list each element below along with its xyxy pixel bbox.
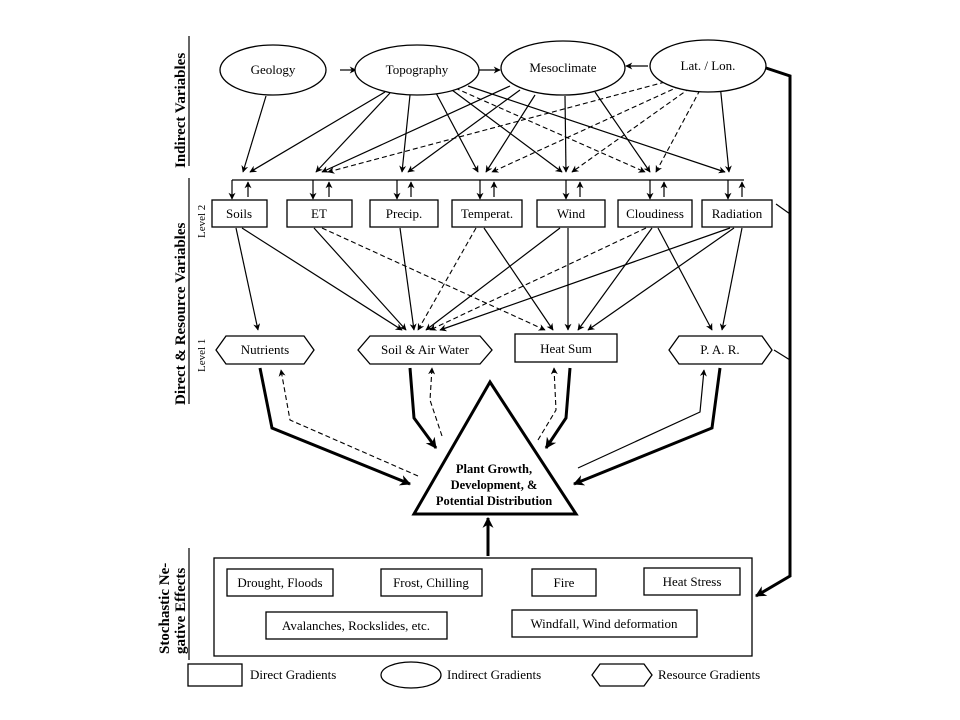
- direct-to-resource-dashed-arrows: [321, 227, 647, 331]
- svg-text:Wind: Wind: [557, 206, 586, 221]
- stochastic-heat-stress: Heat Stress: [643, 567, 741, 596]
- indirect-to-direct-arrows: [241, 62, 732, 174]
- stochastic-frost-chilling: Frost, Chilling: [380, 568, 483, 597]
- legend: Direct Gradients Indirect Gradients Reso…: [187, 661, 760, 689]
- indirect-node-topography: Topography: [354, 44, 480, 96]
- legend-direct-label: Direct Gradients: [250, 667, 336, 682]
- svg-text:Topography: Topography: [386, 62, 449, 77]
- svg-text:Drought, Floods: Drought, Floods: [237, 575, 322, 590]
- resource-to-plant-arrows: [258, 367, 722, 556]
- svg-text:Mesoclimate: Mesoclimate: [529, 60, 596, 75]
- svg-text:Temperat.: Temperat.: [461, 206, 513, 221]
- resource-node-nutrients: Nutrients: [215, 335, 315, 365]
- legend-hexagon-swatch: [591, 663, 653, 687]
- svg-text:Frost, Chilling: Frost, Chilling: [393, 575, 469, 590]
- plant-growth-triangle: Plant Growth, Development, & Potential D…: [411, 379, 579, 516]
- resource-node-soil-air-water: Soil & Air Water: [357, 335, 493, 365]
- svg-text:Soil & Air Water: Soil & Air Water: [381, 342, 470, 357]
- svg-text:Avalanches, Rockslides, etc.: Avalanches, Rockslides, etc.: [282, 618, 430, 633]
- svg-text:ET: ET: [311, 206, 327, 221]
- svg-text:Precip.: Precip.: [386, 206, 422, 221]
- svg-text:Heat Stress: Heat Stress: [663, 574, 722, 589]
- side-label-direct: Direct & Resource Variables: [173, 223, 189, 405]
- stochastic-fire: Fire: [531, 568, 597, 597]
- stochastic-drought-floods: Drought, Floods: [226, 568, 334, 597]
- legend-rect-swatch: [187, 663, 243, 687]
- stochastic-windfall: Windfall, Wind deformation: [511, 609, 698, 638]
- indirect-node-mesoclimate: Mesoclimate: [500, 40, 626, 96]
- svg-text:Nutrients: Nutrients: [241, 342, 289, 357]
- svg-text:P. A. R.: P. A. R.: [700, 342, 739, 357]
- level-1-label: Level 1: [196, 339, 208, 372]
- svg-text:Fire: Fire: [554, 575, 575, 590]
- side-label-indirect: Indirect Variables: [173, 53, 189, 168]
- svg-text:Windfall, Wind deformation: Windfall, Wind deformation: [530, 616, 678, 631]
- direct-node-et: ET: [286, 199, 353, 228]
- legend-indirect-label: Indirect Gradients: [447, 667, 541, 682]
- resource-node-heat-sum: Heat Sum: [514, 333, 618, 363]
- indirect-node-geology: Geology: [219, 44, 327, 96]
- direct-node-soils: Soils: [211, 199, 268, 228]
- indirect-to-direct-dashed-arrows: [327, 81, 701, 174]
- direct-node-temperat: Temperat.: [451, 199, 523, 228]
- direct-to-resource-arrows: [235, 227, 743, 332]
- resource-node-par: P. A. R.: [668, 335, 773, 365]
- level2-feedback-bar: [228, 179, 746, 200]
- direct-node-cloudiness: Cloudiness: [617, 199, 693, 228]
- side-label-stochastic-1: Stochastic Ne-: [157, 563, 173, 654]
- direct-node-wind: Wind: [536, 199, 606, 228]
- center-line-2: Development, &: [451, 478, 538, 492]
- right-connector: [755, 66, 792, 598]
- side-label-stochastic-2: gative Effects: [173, 568, 189, 654]
- stochastic-avalanches: Avalanches, Rockslides, etc.: [265, 611, 448, 640]
- svg-text:Radiation: Radiation: [712, 206, 763, 221]
- legend-resource-label: Resource Gradients: [658, 667, 760, 682]
- center-line-3: Potential Distribution: [436, 494, 552, 508]
- direct-node-precip: Precip.: [369, 199, 439, 228]
- svg-text:Geology: Geology: [251, 62, 296, 77]
- svg-text:Heat Sum: Heat Sum: [540, 341, 592, 356]
- indirect-node-lat-lon: Lat. / Lon.: [649, 39, 767, 93]
- svg-text:Lat. / Lon.: Lat. / Lon.: [681, 58, 736, 73]
- level-2-label: Level 2: [196, 205, 208, 238]
- svg-text:Cloudiness: Cloudiness: [626, 206, 684, 221]
- center-line-1: Plant Growth,: [456, 462, 532, 476]
- legend-ellipse-swatch: [380, 661, 442, 689]
- direct-node-radiation: Radiation: [701, 199, 773, 228]
- svg-text:Soils: Soils: [226, 206, 252, 221]
